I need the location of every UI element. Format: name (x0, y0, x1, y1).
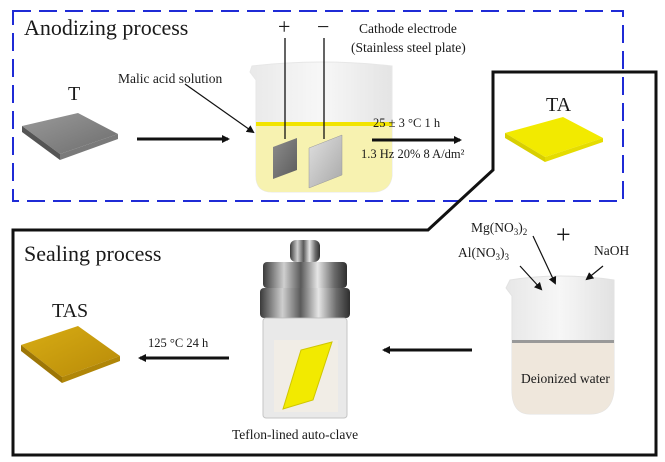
naoh-label: NaOH (594, 243, 630, 258)
sealing-condition: 125 °C 24 h (148, 336, 209, 350)
teflon-autoclave (260, 240, 350, 419)
ta-sample-plate (505, 117, 603, 162)
anode-plate (273, 138, 297, 179)
malic-acid-label: Malic acid solution (118, 71, 223, 86)
deionized-water (512, 342, 614, 414)
cathode-label-line1: Cathode electrode (359, 21, 457, 36)
autoclave-label: Teflon-lined auto-clave (232, 427, 359, 442)
tas-sample-plate (21, 326, 120, 383)
sealing-beaker (505, 275, 615, 415)
mg-nitrate-label: Mg(NO3)2 (471, 220, 528, 237)
al-nitrate-pointer (519, 265, 543, 291)
anodizing-process-frame (12, 10, 624, 202)
al-nitrate-label: Al(NO3)3 (458, 245, 509, 262)
anodizing-condition-line1: 25 ± 3 °C 1 h (373, 116, 441, 130)
cathode-label-line2: (Stainless steel plate) (351, 40, 466, 55)
anode-sign: + (278, 14, 291, 39)
mg-nitrate-pointer (532, 235, 557, 285)
cathode-sign: − (317, 14, 330, 39)
anodizing-process-title: Anodizing process (24, 15, 189, 40)
naoh-pointer (585, 265, 604, 281)
sealing-process-frame (11, 70, 658, 457)
sealing-process-title: Sealing process (24, 241, 162, 266)
sample-label-ta: TA (546, 94, 572, 116)
titanium-sample-plate (22, 113, 118, 160)
deionized-water-label: Deionized water (521, 371, 610, 386)
malic-acid-pointer (184, 83, 255, 134)
plus-sign: + (556, 220, 571, 249)
sample-label-tas: TAS (52, 300, 89, 322)
cathode-plate (308, 134, 343, 189)
sample-label-t: T (68, 83, 81, 105)
sample-in-autoclave (282, 341, 333, 410)
anodizing-condition-line2: 1.3 Hz 20% 8 A/dm² (361, 147, 465, 161)
